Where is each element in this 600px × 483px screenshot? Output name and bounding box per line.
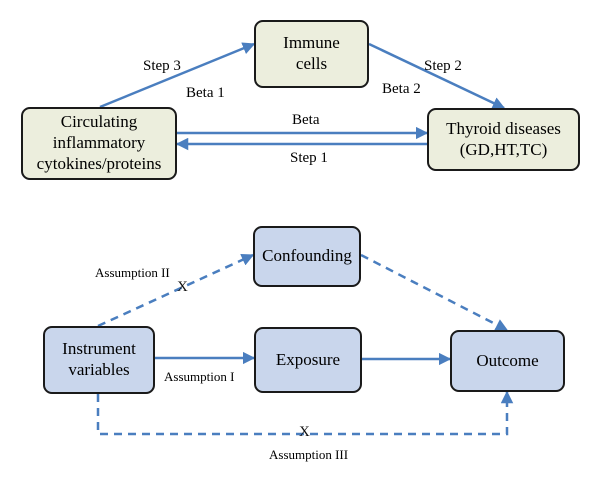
node-instrument-variables: Instrument variables	[43, 326, 155, 394]
x-mark-assumption-2: X	[177, 279, 188, 295]
label-step-1: Step 1	[290, 150, 328, 166]
node-thyroid-diseases: Thyroid diseases (GD,HT,TC)	[427, 108, 580, 171]
label-beta: Beta	[292, 112, 320, 128]
label-assumption-1: Assumption I	[164, 369, 235, 384]
node-confounding: Confounding	[253, 226, 361, 287]
arrow-immune-to-thyroid	[368, 42, 506, 110]
node-circulating-cytokines: Circulating inflammatory cytokines/prote…	[21, 107, 177, 180]
dashed-arrow-confounding-to-outcome	[360, 253, 509, 332]
label-assumption-2: Assumption II	[95, 265, 170, 280]
label-assumption-3: Assumption III	[269, 447, 349, 462]
label-beta-2: Beta 2	[382, 81, 421, 97]
label-step-2: Step 2	[424, 58, 462, 74]
node-exposure: Exposure	[254, 327, 362, 393]
dashed-arrow-instrument-to-confounding	[97, 253, 255, 328]
node-outcome: Outcome	[450, 330, 565, 392]
x-mark-assumption-3: X	[299, 424, 310, 440]
dashed-arrow-instrument-to-outcome	[96, 390, 514, 436]
label-beta-1: Beta 1	[186, 85, 225, 101]
label-step-3: Step 3	[143, 58, 181, 74]
arrow-cytokines-to-immune	[99, 42, 256, 109]
node-immune-cells: Immune cells	[254, 20, 369, 88]
